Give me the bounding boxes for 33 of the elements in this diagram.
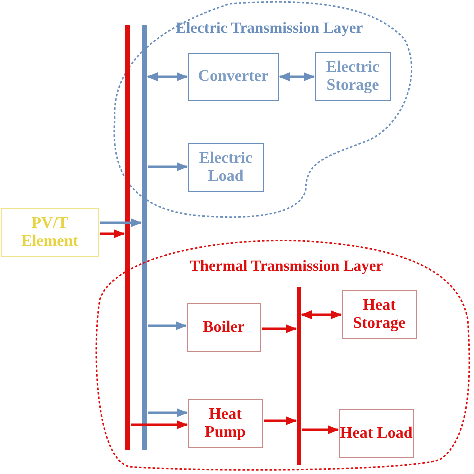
box-label: Boiler [203, 318, 245, 336]
arrow [100, 230, 126, 238]
process-box [188, 53, 279, 101]
arrow [148, 408, 188, 418]
box-label: Heat Storage [352, 296, 407, 332]
arrow [278, 72, 316, 82]
box-label: Electric Storage [325, 58, 381, 94]
process-box [315, 52, 391, 101]
process-box [187, 303, 261, 352]
box-label: PV/T Element [20, 214, 80, 250]
layer-title: Thermal Transmission Layer [190, 258, 384, 276]
process-box [188, 399, 263, 448]
process-box [342, 290, 417, 339]
process-box [339, 409, 414, 458]
process-box [1, 208, 99, 257]
arrow [264, 416, 298, 426]
process-box [188, 143, 264, 192]
arrow [300, 310, 342, 320]
arrow [100, 218, 142, 228]
layer-title: Electric Transmission Layer [176, 20, 364, 38]
arrow [131, 420, 188, 430]
bus-bar [297, 287, 301, 465]
arrow [148, 322, 188, 330]
box-label: Heat Load [340, 424, 413, 442]
box-label: Heat Pump [204, 406, 247, 442]
arrow [262, 324, 298, 334]
bus-bar [125, 25, 130, 450]
arrow [148, 162, 188, 172]
arrow [302, 426, 340, 434]
box-label: Converter [198, 68, 269, 86]
box-label: Electric Load [198, 150, 254, 186]
arrow [146, 72, 188, 82]
bus-bar [142, 25, 147, 450]
